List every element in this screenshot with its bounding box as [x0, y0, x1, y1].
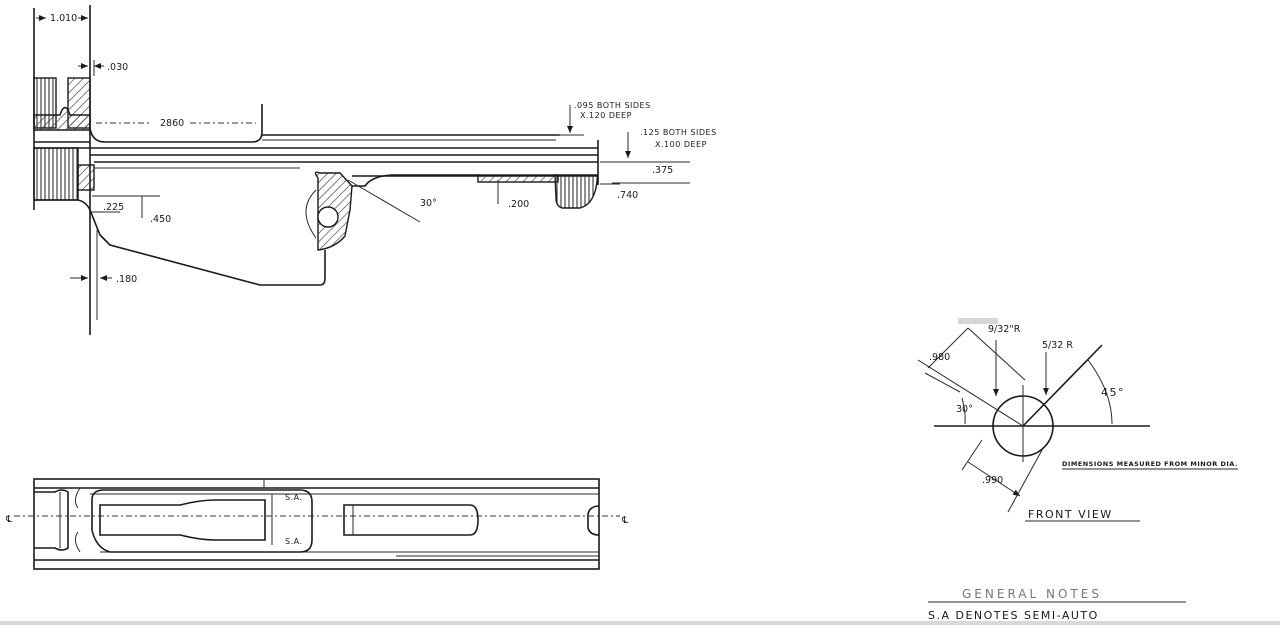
breech-groove	[33, 106, 91, 131]
dim-225: .225	[103, 202, 124, 213]
dimensions-note: DIMENSIONS MEASURED FROM MINOR DIA.	[1062, 460, 1238, 468]
rail-section	[477, 174, 559, 183]
front-block	[554, 174, 599, 209]
dim-980: .980	[929, 352, 950, 363]
dim-740: .740	[617, 190, 638, 201]
scan-edge	[0, 621, 1280, 625]
breech-lower-right-section	[77, 164, 95, 191]
centerline-left: ℄	[5, 514, 13, 525]
breech-lower-section	[33, 147, 79, 201]
dim-125-deep: X.100 DEEP	[655, 140, 707, 149]
pivot-pin-hole	[317, 206, 339, 228]
general-notes: GENERAL NOTES S.A DENOTES SEMI-AUTO	[928, 587, 1186, 622]
dim-125: .125 BOTH SIDES	[640, 128, 717, 137]
dim-375: .375	[652, 165, 673, 176]
centerline-right: ℄	[621, 515, 629, 526]
front-view: .980 9/32"R 5/32 R 30° 45° .990 DIMENSIO…	[917, 318, 1238, 522]
radius-9-32: 9/32"R	[988, 324, 1021, 335]
label-sa-top: S.A.	[285, 493, 303, 502]
dim-1010: 1.010	[50, 13, 77, 24]
general-notes-title: GENERAL NOTES	[962, 587, 1102, 601]
label-sa-bottom: S.A.	[285, 537, 303, 546]
dim-030: .030	[107, 62, 128, 73]
angle-30-front: 30°	[956, 404, 973, 415]
radius-5-32: 5/32 R	[1042, 340, 1073, 351]
dim-450: .450	[150, 214, 171, 225]
angle-45: 45°	[1101, 386, 1125, 399]
angle-30-side: 30°	[420, 198, 437, 209]
dim-180: .180	[116, 274, 137, 285]
dim-095: .095 BOTH SIDES	[574, 101, 651, 110]
general-note-item: S.A DENOTES SEMI-AUTO	[928, 609, 1099, 622]
dim-200: .200	[508, 199, 529, 210]
dim-2860: 2860	[160, 118, 184, 129]
dim-990: .990	[982, 475, 1003, 486]
side-view: 1.010 .030 2860 .095 BOTH SIDES X.120 DE…	[33, 5, 717, 335]
front-view-title: FRONT VIEW	[1028, 508, 1113, 521]
top-view: ℄ ℄ S.A. S.A.	[5, 478, 629, 570]
dim-095-deep: X.120 DEEP	[580, 111, 632, 120]
